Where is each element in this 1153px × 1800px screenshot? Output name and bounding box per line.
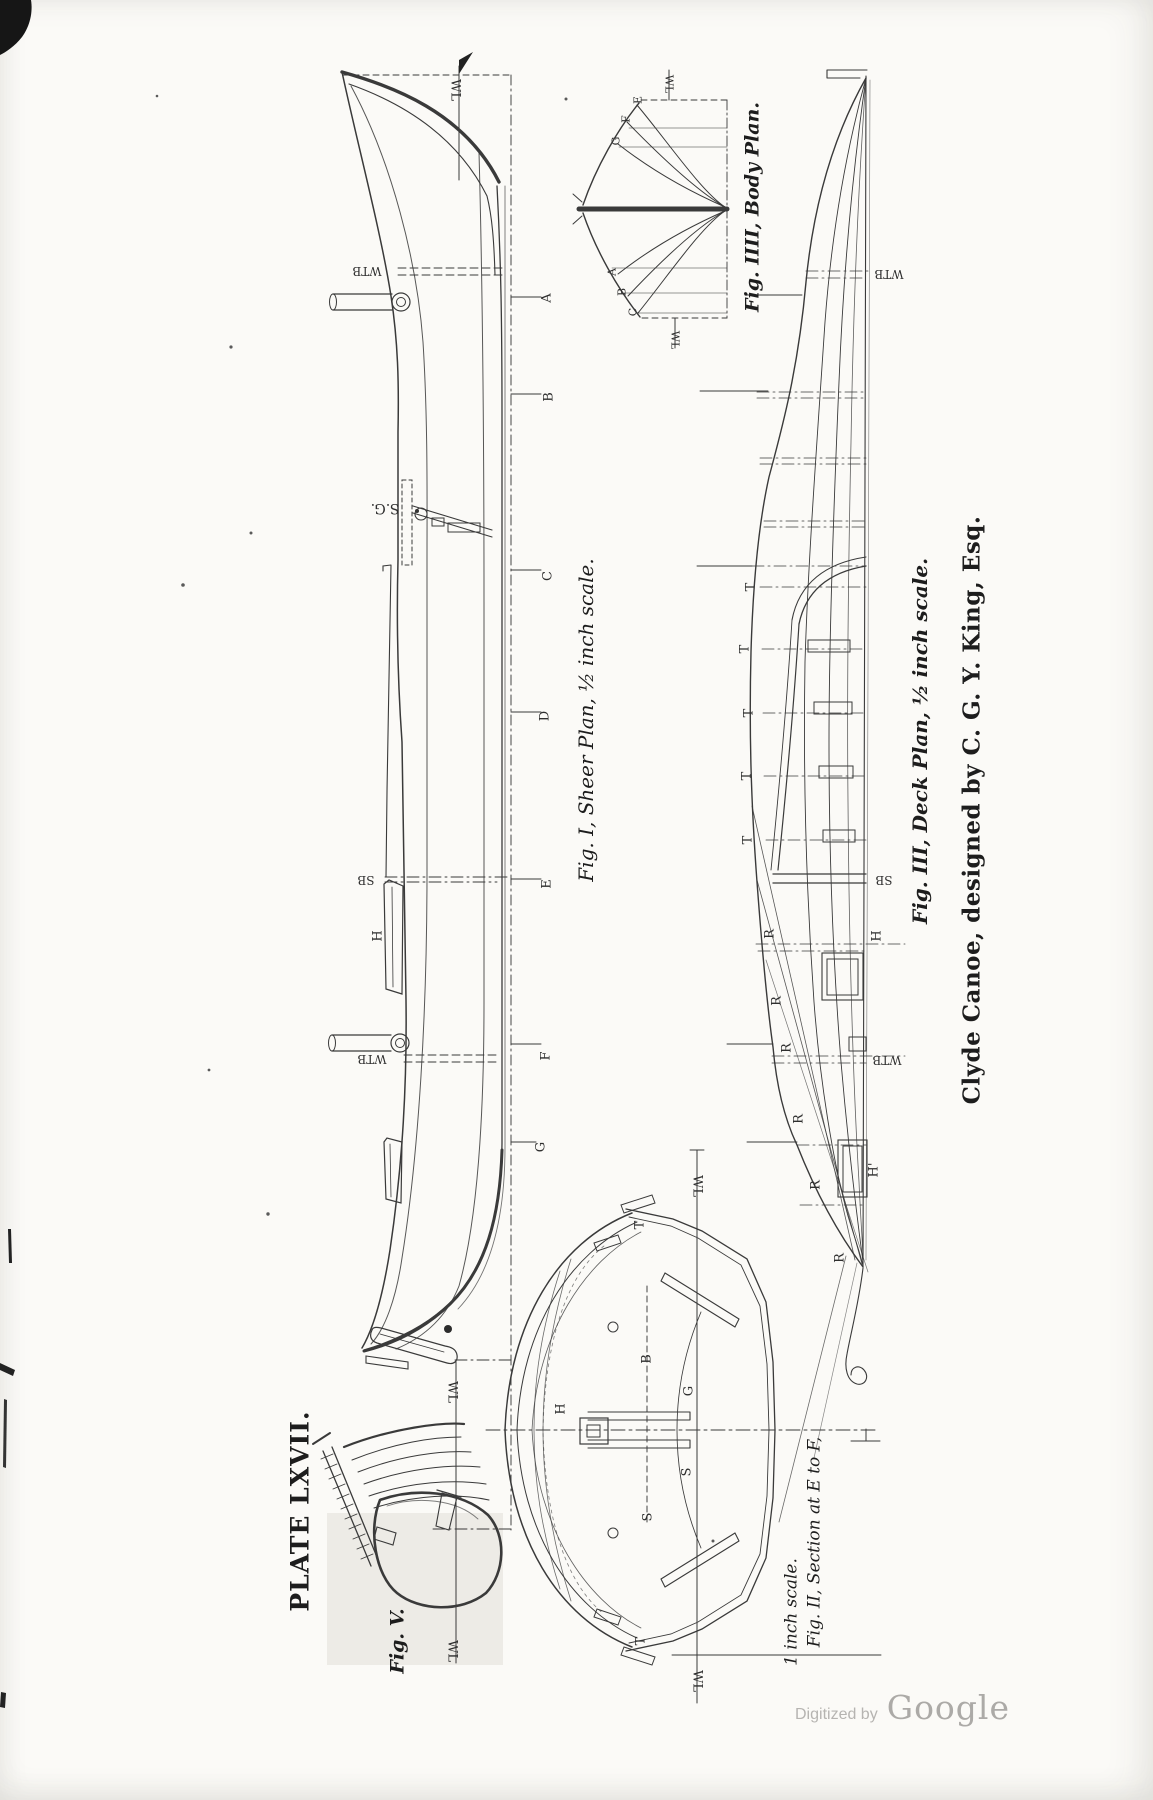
deck_plan-label-sb: SB [875, 873, 893, 887]
deck_plan-label-t: T [740, 835, 756, 845]
section-label-wl: WL [689, 1175, 705, 1197]
deck_plan-label-wtb: WTB [872, 1053, 902, 1067]
body_plan-label-wl: WL [662, 74, 676, 94]
body-plan-drawing [572, 69, 730, 349]
deck_plan-label-t: T [737, 644, 753, 654]
deck_plan-label-r: R [832, 1253, 848, 1263]
deck_plan-label-t: T [741, 708, 757, 718]
rudder_detail-label-wl: WL [444, 1640, 460, 1662]
section-drawing [485, 1149, 882, 1704]
deck_plan-label-r: R [762, 929, 778, 939]
section-label-wl: WL [689, 1670, 705, 1692]
plate-title: PLATE LXVII. [285, 1410, 315, 1612]
deck_plan-label-r: R [779, 1043, 795, 1053]
deck_plan-label-t: T [739, 771, 755, 781]
body_plan-label-wl: WL [668, 330, 682, 350]
sheer_plan-label-d: D [537, 710, 553, 722]
fig1-caption: Fig. I, Sheer Plan, ½ inch scale. [574, 558, 598, 882]
google-logo: Google [886, 1688, 1011, 1727]
fig5-caption: Fig. V. [386, 1608, 409, 1674]
body_plan-label-f: F [619, 115, 633, 123]
body_plan-label-b: B [615, 287, 629, 297]
deck-plan-drawing [696, 69, 906, 1523]
body_plan-label-g: G [609, 136, 623, 146]
body_plan-label-c: C [626, 307, 640, 317]
section-label-h: H [553, 1403, 569, 1415]
sheer_plan-label-h: H [370, 930, 386, 942]
body_plan-label-a: A [605, 268, 619, 276]
section-label-b: B [639, 1354, 655, 1364]
digitized-watermark: Digitized by Google [795, 1688, 1010, 1727]
rudder-detail-drawing [312, 1359, 514, 1664]
section-label-g: G [681, 1385, 697, 1397]
deck_plan-label-r: R [791, 1114, 807, 1124]
sheer_plan-label-sb: SB [357, 873, 375, 887]
fig2-caption-line2: 1 inch scale. [781, 1558, 802, 1666]
deck_plan-label-h: H [869, 930, 885, 942]
deck_plan-label-h: H' [866, 1162, 882, 1178]
section-label-s: S [640, 1512, 656, 1522]
sheer_plan-label-wl: WL [447, 79, 463, 101]
sheer_plan-label-sg: S.G. [370, 500, 400, 516]
sheer_plan-label-b: B [541, 392, 557, 402]
sheer-plan-drawing [328, 52, 542, 1531]
fig2-caption-line1: Fig. II, Section at E to F, [804, 1436, 825, 1648]
sheer_plan-label-a: A [539, 293, 555, 303]
sheer_plan-label-wtb: WTB [352, 264, 382, 278]
deck_plan-label-wtb: WTB [874, 267, 904, 281]
scan-shading [327, 1513, 503, 1665]
section-label-s: S [679, 1467, 695, 1477]
watermark-prefix: Digitized by [795, 1706, 878, 1723]
sheer_plan-label-f: F [538, 1051, 554, 1061]
sheer_plan-label-e: E [539, 879, 555, 889]
scan-artifact-marks [0, 0, 715, 1708]
rudder_detail-label-wl: WL [444, 1381, 460, 1403]
deck_plan-label-r: R [769, 996, 785, 1006]
fig4-caption: Fig. IIII, Body Plan. [741, 102, 764, 312]
fig3-caption: Fig. III, Deck Plan, ½ inch scale. [908, 557, 932, 925]
sheer_plan-label-wtb: WTB [357, 1052, 387, 1066]
deck_plan-label-r: R [808, 1180, 824, 1190]
section-label-t: T [633, 1636, 649, 1646]
main-caption: Clyde Canoe, designed by C. G. Y. King, … [958, 515, 986, 1105]
section-label-t: T [632, 1220, 648, 1230]
body_plan-label-e: E [631, 95, 645, 105]
sheer_plan-label-c: C [540, 571, 556, 581]
deck_plan-label-t: T [743, 582, 759, 592]
sheer_plan-label-g: G [533, 1141, 549, 1153]
